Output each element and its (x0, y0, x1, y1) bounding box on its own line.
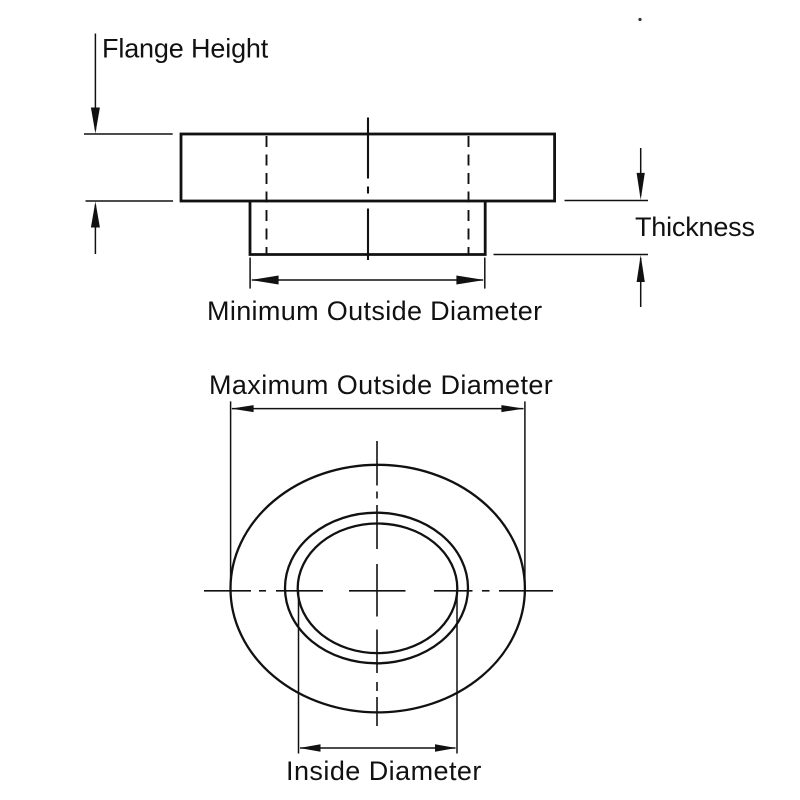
svg-text:Maximum Outside Diameter: Maximum Outside Diameter (209, 370, 553, 400)
svg-text:Thickness: Thickness (635, 212, 755, 242)
svg-text:Inside Diameter: Inside Diameter (286, 756, 482, 786)
svg-text:Flange Height: Flange Height (102, 34, 269, 64)
svg-text:Minimum Outside Diameter: Minimum Outside Diameter (207, 296, 543, 326)
